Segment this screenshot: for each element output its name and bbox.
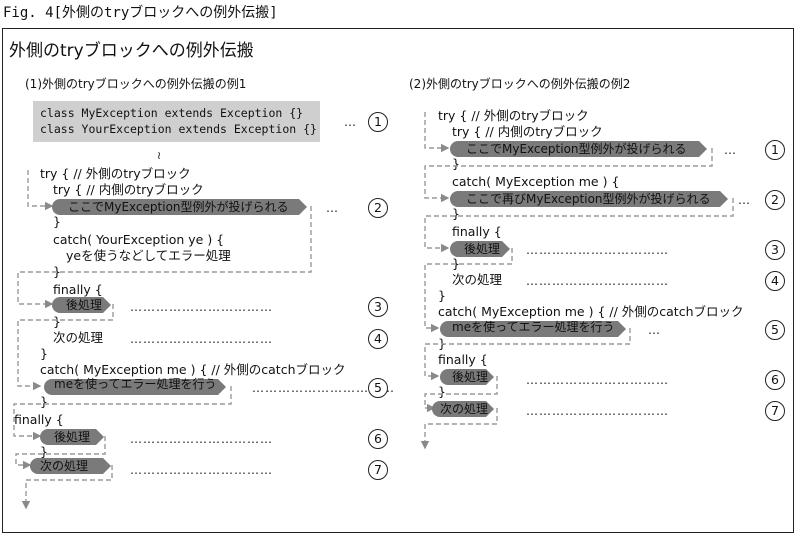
e2-outer-catch: catch( MyException me ) { // 外側のcatchブロッ… [438,304,744,319]
e2-inner-try: try { // 内側のtryブロック [452,124,603,139]
e1-throw-arrow [52,199,307,215]
e2-flow-to-outer-finally [424,328,631,381]
e1-outer-finally: finally { [14,412,64,427]
e1-close-3: } [53,314,61,329]
e2-leader-3: …………………………… [526,243,669,257]
e2-marker-6: 6 [765,370,785,390]
e1-leader-1: … [344,115,357,129]
e1-flow-exit [21,465,113,510]
class-line-1: class MyException extends Exception {} [40,106,304,120]
e2-throw-1: ここでMyException型例外が投げられる [466,142,687,156]
e1-throw-text: ここでMyException型例外が投げられる [68,200,289,214]
e2-marker-1: 1 [765,140,785,160]
e1-marker-1: 1 [368,112,388,132]
e2-post-1: 後処理 [464,242,501,256]
e1-close-6: } [40,444,48,459]
e1-flow-to-next [15,436,106,470]
e2-flow-to-next [424,376,498,413]
ellipsis-mark: ≀ [157,149,162,162]
e2-flow-to-finally [424,198,734,253]
e2-me-handle: meを使ってエラー処理を行う [452,320,615,334]
e2-outer-finally: finally { [438,352,488,367]
e2-marker-7: 7 [765,401,785,421]
figure-frame [2,28,794,533]
frame-title: 外側のtryブロックへの例外伝搬 [9,41,254,61]
e1-marker-2: 2 [368,198,388,218]
example2-title: (2)外側のtryブロックへの例外伝搬の例2 [409,77,631,91]
e2-leader-4: …………………………… [526,274,669,288]
e1-close-5: } [40,394,48,409]
e2-outer-try: try { // 外側のtryブロック [438,108,589,123]
e2-leader-1: … [724,143,737,157]
e1-next2-arrow [30,458,111,474]
e2-catch-arrow [440,321,626,337]
e1-marker-4: 4 [368,329,388,349]
e2-marker-2: 2 [765,190,785,210]
e2-flow-to-outer-catch [424,248,513,333]
e1-next-1: 次の処理 [53,330,104,345]
e1-leader-3: …………………………… [130,300,273,314]
e1-leader-2: … [326,201,339,215]
e2-marker-4: 4 [765,271,785,291]
e1-post-1: 後処理 [66,298,103,312]
e1-marker-7: 7 [368,460,388,480]
e1-post-2: 後処理 [54,430,91,444]
e2-next2-arrow [432,401,494,417]
e2-close-1: } [452,156,460,171]
e1-leader-5: …………………………… [252,381,395,395]
e2-leader-6: …………………………… [526,373,669,387]
e1-catch-your: catch( YourException ye ) { [53,232,225,247]
e1-leader-7: …………………………… [130,463,273,477]
e1-flow-down-1 [27,170,54,211]
class-declaration-box [33,101,320,142]
e2-close-2: } [452,206,460,221]
e1-leader-6: …………………………… [130,432,273,446]
e1-next-2: 次の処理 [40,459,89,473]
e2-catch-my: catch( MyException me ) { [452,174,620,189]
e2-marker-3: 3 [765,240,785,260]
e2-flow-to-catch [424,148,713,203]
e2-leader-2: … [738,193,751,207]
e2-next-2: 次の処理 [440,402,489,416]
e2-close-6: } [438,384,446,399]
e1-ye-handle: yeを使うなどしてエラー処理 [66,248,231,263]
e2-throw2-arrow [450,191,728,207]
e2-throw1-arrow [450,141,707,157]
e2-next-1: 次の処理 [452,272,503,287]
e1-flow-skip-catch [17,206,312,309]
e2-post-2: 後処理 [452,370,489,384]
e1-catch-arrow [44,379,226,395]
e1-catch-my: catch( MyException me ) { // 外側のcatchブロッ… [40,362,346,377]
e1-post1-arrow [52,297,111,313]
e2-post2-arrow [440,369,494,385]
e1-inner-try: try { // 内側のtryブロック [53,182,204,197]
e2-throw-2: ここで再びMyException型例外が投げられる [466,192,711,206]
e1-post2-arrow [40,429,104,445]
e1-flow-to-finally [13,386,232,441]
e1-close-4: } [40,346,48,361]
e2-post1-arrow [450,241,510,257]
e1-inner-finally: finally { [53,282,103,297]
e1-close-1: } [53,214,61,229]
e2-marker-5: 5 [765,320,785,340]
e1-marker-6: 6 [368,429,388,449]
e1-me-handle: meを使ってエラー処理を行う [54,377,217,391]
example1-title: (1)外側のtryブロックへの例外伝搬の例1 [25,77,247,91]
e1-leader-4: …………………………… [130,332,273,346]
class-line-2: class YourException extends Exception {} [40,122,317,136]
e2-leader-7: …………………………… [526,404,669,418]
e1-flow-to-catch [17,304,114,391]
e1-marker-3: 3 [368,297,388,317]
e2-close-4: } [438,288,446,303]
e2-inner-finally: finally { [452,224,502,239]
figure-caption: Fig. 4[外側のtryブロックへの例外伝搬] [3,5,278,21]
e2-flow-down-1 [424,112,450,153]
e2-flow-exit [420,408,498,450]
e1-outer-try: try { // 外側のtryブロック [40,166,191,181]
e2-leader-5: … [648,323,661,337]
e1-marker-5: 5 [368,378,388,398]
